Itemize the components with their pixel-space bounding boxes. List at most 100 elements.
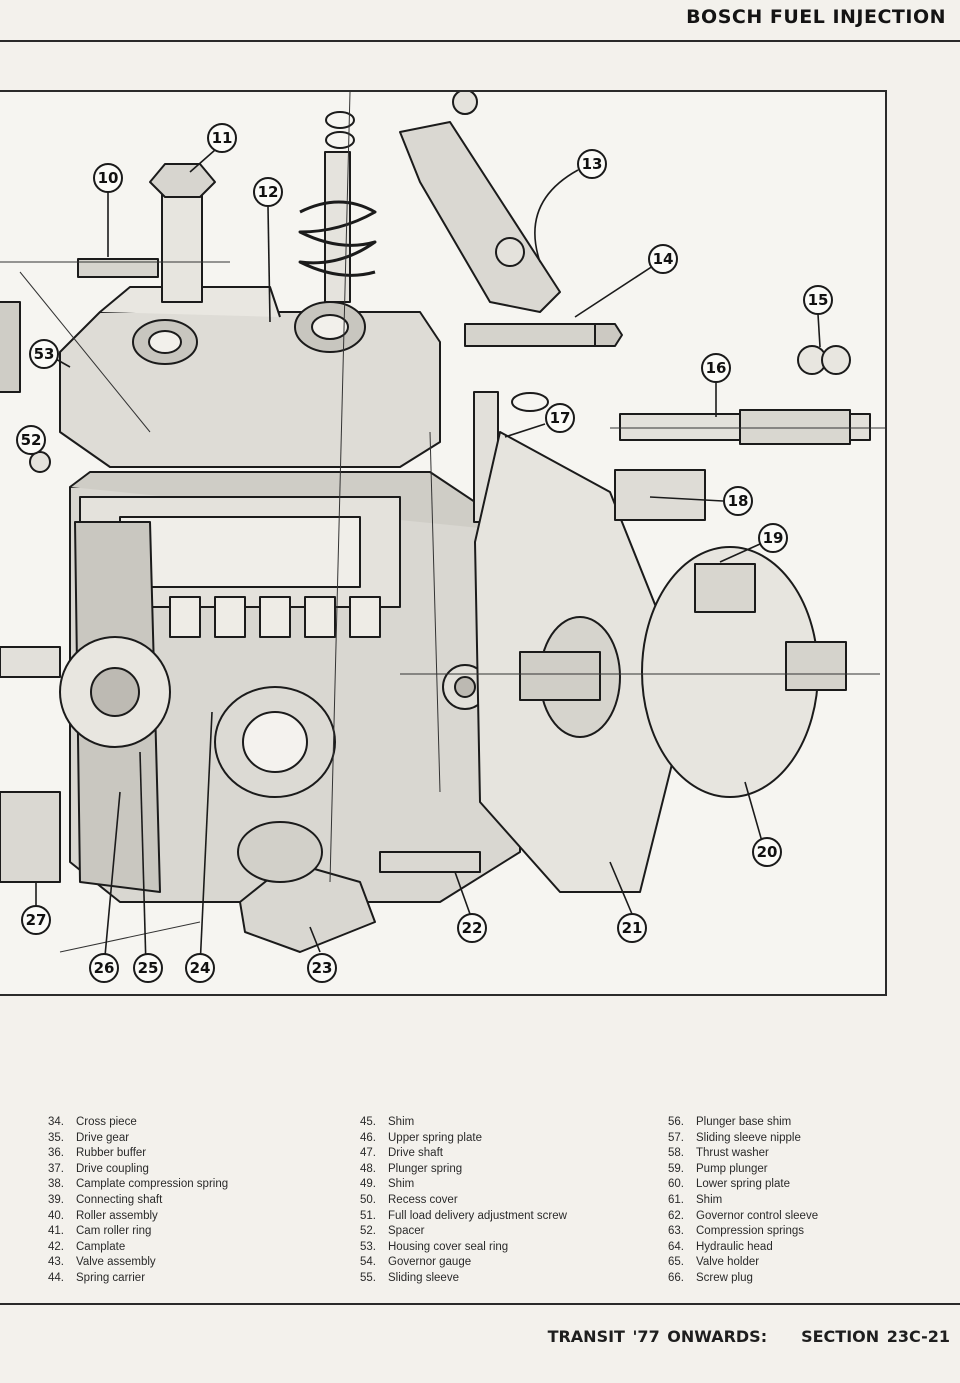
callout-18: 18 (723, 486, 753, 516)
legend-number: 58. (668, 1147, 684, 1160)
legend-item: 42.Camplate (48, 1240, 338, 1256)
legend-number: 46. (360, 1131, 376, 1144)
legend-item: 48.Plunger spring (360, 1162, 650, 1178)
svg-text:53: 53 (34, 345, 55, 363)
callout-52: 52 (16, 425, 46, 455)
legend-label: Drive coupling (76, 1162, 149, 1175)
callout-14: 14 (648, 244, 678, 274)
legend-number: 64. (668, 1240, 684, 1253)
legend-item: 60.Lower spring plate (668, 1177, 938, 1193)
svg-text:52: 52 (21, 431, 42, 449)
svg-text:24: 24 (190, 959, 211, 977)
callout-15: 15 (803, 285, 833, 315)
legend-label: Shim (696, 1193, 723, 1206)
legend-label: Drive shaft (388, 1147, 443, 1160)
legend-number: 39. (48, 1193, 64, 1206)
legend-item: 36. Rubber buffer (48, 1146, 338, 1162)
callout-12: 12 (253, 177, 283, 207)
header-rule (0, 40, 960, 42)
legend-label: Governor gauge (388, 1256, 472, 1269)
legend-number: 60. (668, 1178, 684, 1191)
callout-11: 11 (207, 123, 237, 153)
legend-item: 51. Full load delivery adjustment screw (360, 1209, 650, 1225)
legend-number: 57. (668, 1131, 684, 1144)
legend-number: 51. (360, 1209, 376, 1222)
legend-item: 39. Connecting shaft (48, 1193, 338, 1209)
legend-item: 50.Recess cover (360, 1193, 650, 1209)
svg-text:23: 23 (312, 959, 333, 977)
svg-text:22: 22 (462, 919, 483, 937)
svg-text:21: 21 (622, 919, 643, 937)
svg-text:25: 25 (138, 959, 159, 977)
svg-text:19: 19 (763, 529, 784, 547)
svg-text:12: 12 (258, 183, 279, 201)
legend-item: 43.Valve assembly (48, 1255, 338, 1271)
legend-label: Spacer (388, 1225, 425, 1238)
legend-number: 47. (360, 1147, 376, 1160)
callout-24: 24 (185, 953, 215, 983)
legend-number: 59. (668, 1162, 684, 1175)
svg-text:27: 27 (26, 911, 47, 929)
legend-item: 37. Drive coupling (48, 1162, 338, 1178)
callout-19: 19 (758, 523, 788, 553)
legend-label: Hydraulic head (696, 1240, 773, 1253)
svg-text:15: 15 (808, 291, 829, 309)
page-footer: TRANSIT '77 ONWARDS:SECTION 23C-21 (548, 1327, 950, 1346)
legend-label: Upper spring plate (388, 1131, 482, 1144)
legend-item: 66.Screw plug (668, 1271, 938, 1287)
legend-number: 35. (48, 1131, 64, 1144)
legend-number: 41. (48, 1225, 64, 1238)
svg-text:26: 26 (94, 959, 115, 977)
callout-25: 25 (133, 953, 163, 983)
legend-item: 65. Valve holder (668, 1255, 938, 1271)
legend-item: 46. Upper spring plate (360, 1131, 650, 1147)
legend-label: Drive gear (76, 1131, 130, 1144)
page-header-title: BOSCH FUEL INJECTION (686, 6, 946, 28)
legend-item: 58.Thrust washer (668, 1146, 938, 1162)
legend-label: Valve holder (696, 1256, 760, 1269)
legend-label: Compression springs (696, 1225, 805, 1238)
svg-text:16: 16 (706, 359, 727, 377)
svg-text:14: 14 (653, 250, 674, 268)
legend-label: Plunger spring (388, 1162, 463, 1175)
callout-27: 27 (21, 905, 51, 935)
legend-item: 47. Drive shaft (360, 1146, 650, 1162)
legend-number: 44. (48, 1271, 64, 1284)
legend-number: 62. (668, 1209, 684, 1222)
footer-section-number: SECTION 23C-21 (801, 1327, 950, 1346)
legend-item: 45.Shim (360, 1115, 650, 1131)
parts-legend-column-1: 34.Cross piece 35.Drive gear 36.Rubber b… (48, 1115, 338, 1287)
svg-text:20: 20 (757, 843, 778, 861)
legend-item: 54.Governor gauge (360, 1255, 650, 1271)
parts-legend-column-2: 45.Shim 46. Upper spring plate 47. Drive s… (360, 1115, 650, 1287)
legend-number: 61. (668, 1193, 684, 1206)
legend-item: 52.Spacer (360, 1224, 650, 1240)
legend-label: Full load delivery adjustment screw (388, 1209, 567, 1222)
legend-label: Connecting shaft (76, 1193, 163, 1206)
footer-rule (0, 1303, 960, 1305)
callout-23: 23 (307, 953, 337, 983)
legend-item: 61. Shim (668, 1193, 938, 1209)
legend-label: Roller assembly (76, 1209, 158, 1222)
legend-number: 65. (668, 1256, 684, 1269)
legend-number: 36. (48, 1147, 64, 1160)
exploded-pump-drawing: 10 11 12 13 14 15 16 17 18 19 20 21 22 2… (0, 92, 885, 983)
legend-label: Plunger base shim (696, 1116, 792, 1128)
legend-number: 37. (48, 1162, 64, 1175)
legend-label: Valve assembly (76, 1256, 156, 1269)
callout-17: 17 (545, 403, 575, 433)
callout-16: 16 (701, 353, 731, 383)
legend-label: Sliding sleeve nipple (696, 1131, 801, 1144)
legend-item: 57. Sliding sleeve nipple (668, 1131, 938, 1147)
legend-number: 40. (48, 1209, 64, 1222)
legend-item: 35. Drive gear (48, 1131, 338, 1147)
legend-label: Rubber buffer (76, 1147, 147, 1160)
legend-item: 62.Governor control sleeve (668, 1209, 938, 1225)
legend-item: 40. Roller assembly (48, 1209, 338, 1225)
legend-number: 56. (668, 1116, 684, 1128)
legend-label: Pump plunger (696, 1162, 768, 1175)
legend-item: 55.Sliding sleeve (360, 1271, 650, 1287)
exploded-diagram-frame: 10 11 12 13 14 15 16 17 18 19 20 21 22 2… (0, 90, 887, 996)
legend-number: 45. (360, 1116, 376, 1128)
legend-label: Recess cover (388, 1193, 458, 1206)
